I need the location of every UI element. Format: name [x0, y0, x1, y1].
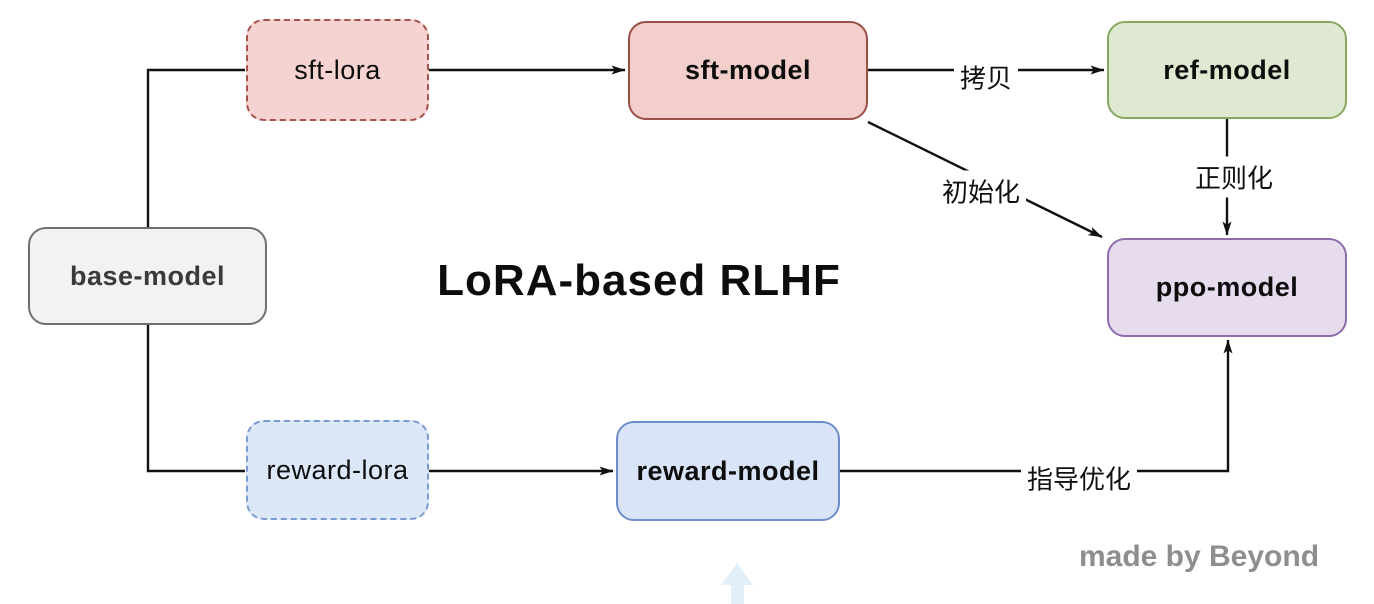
node-reward-model: reward-model	[616, 421, 840, 521]
node-sft-model-label: sft-model	[685, 55, 811, 85]
node-base-model: base-model	[28, 227, 267, 325]
node-reward-model-label: reward-model	[636, 455, 820, 486]
edge-base-to-sft-lora	[146, 68, 245, 227]
edge-base-to-reward-lora	[146, 325, 245, 473]
node-ref-model-label: ref-model	[1163, 54, 1291, 85]
up-arrow-icon	[721, 563, 753, 604]
credit-text: made by Beyond	[1078, 540, 1320, 573]
node-ref-model: ref-model	[1107, 21, 1347, 119]
edge-reward-model-to-ppo-model	[840, 339, 1233, 473]
node-ppo-model-label: ppo-model	[1155, 272, 1299, 302]
edge-label-regularize: 正则化	[1188, 156, 1280, 198]
edge-label-guide-optimize: 指导优化	[1020, 457, 1138, 499]
node-sft-model: sft-model	[628, 21, 868, 120]
node-sft-lora: sft-lora	[246, 19, 429, 121]
diagram-title: LoRA-based RLHF	[437, 256, 841, 305]
node-base-model-label: base-model	[69, 260, 226, 291]
node-ppo-model: ppo-model	[1107, 238, 1347, 337]
node-sft-lora-label: sft-lora	[294, 54, 381, 85]
node-reward-lora: reward-lora	[246, 420, 429, 520]
node-reward-lora-label: reward-lora	[266, 454, 409, 485]
edge-label-initialize: 初始化	[935, 170, 1027, 212]
edge-label-copy: 拷贝	[953, 56, 1019, 98]
